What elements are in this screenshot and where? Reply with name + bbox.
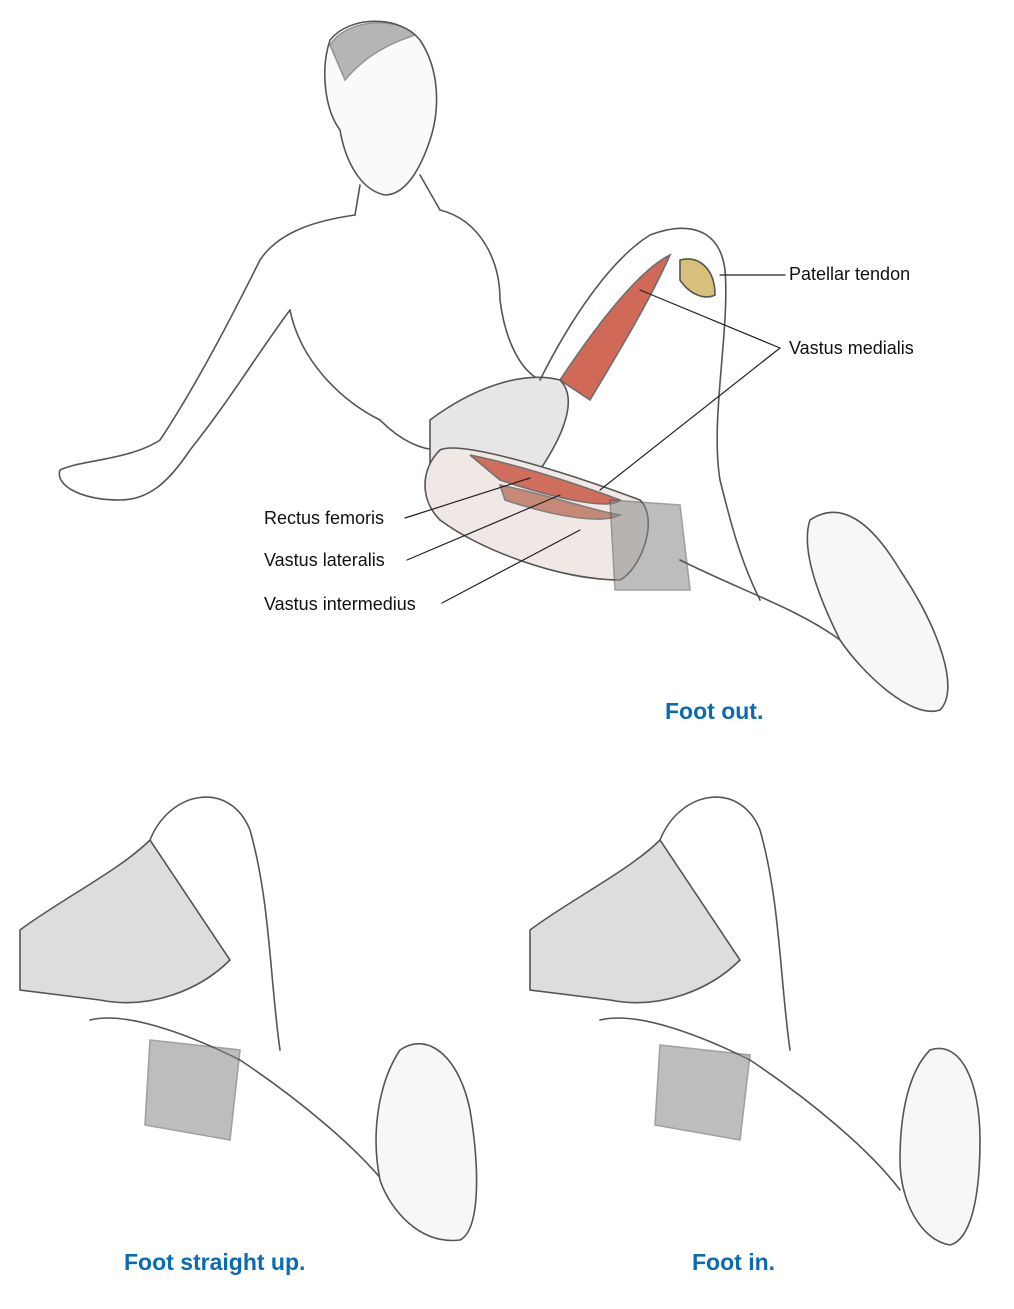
seated-figure [58,20,949,713]
label-patellar-tendon: Patellar tendon [789,264,911,284]
label-rectus-femoris: Rectus femoris [264,508,385,528]
leader-lines [404,274,786,604]
label-vastus-lateralis: Vastus lateralis [264,550,385,570]
caption-foot-straight-up: Foot straight up. [124,1249,306,1275]
caption-foot-in: Foot in. [692,1249,776,1275]
label-vastus-intermedius: Vastus intermedius [264,594,416,614]
foot-in-figure [529,796,981,1246]
foot-straight-up-figure [19,796,478,1242]
caption-foot-out: Foot out. [665,698,764,724]
label-vastus-medialis: Vastus medialis [789,338,914,358]
